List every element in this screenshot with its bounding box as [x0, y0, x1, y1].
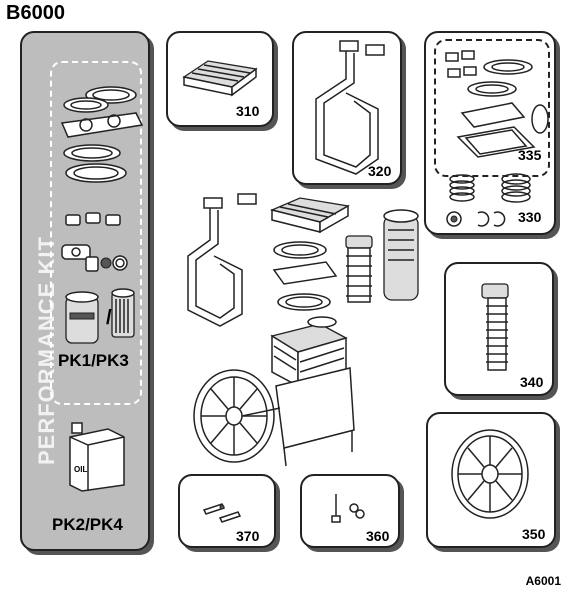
- part-340-number: 340: [520, 374, 544, 390]
- part-330-number: 330: [518, 209, 542, 225]
- part-335-number: 335: [518, 147, 542, 163]
- model-title: B6000: [6, 2, 65, 24]
- part-360-panel: 360: [300, 474, 400, 548]
- kit-separator: /: [106, 307, 112, 329]
- part-370-number: 370: [236, 528, 260, 544]
- part-310-number: 310: [236, 103, 260, 119]
- part-310-panel: 310: [166, 31, 274, 127]
- flywheel-illustration: [451, 429, 529, 519]
- part-335-dashed-group: [434, 39, 550, 177]
- intercooler-tube-illustration: [481, 283, 509, 371]
- gasket-set-illustration: [60, 86, 144, 183]
- part-350-panel: 350: [426, 412, 556, 548]
- part-360-number: 360: [366, 528, 390, 544]
- part-370-panel: 370: [178, 474, 276, 548]
- part-350-number: 350: [522, 526, 546, 542]
- part-330-panel: 335 330: [424, 31, 556, 235]
- oil-text: OIL: [74, 465, 88, 474]
- drawing-code: A6001: [525, 574, 561, 588]
- performance-kit-panel: PERFORMANCE KIT / PK1/PK3: [20, 31, 150, 551]
- part-320-number: 320: [368, 163, 392, 179]
- belt-guard-bracket-illustration: [315, 40, 385, 175]
- part-320-panel: 320: [292, 31, 402, 185]
- reed-valves-illustration: [65, 212, 121, 226]
- pk2-pk4-label: PK2/PK4: [52, 515, 123, 534]
- breather-fittings-illustration: [202, 503, 242, 523]
- air-filter-illustration: [65, 288, 135, 344]
- pump-exploded-illustration: [187, 193, 419, 467]
- piston-rings-illustration: [446, 173, 531, 227]
- head-cover-illustration: [182, 60, 258, 97]
- oil-bottle-illustration: [69, 422, 125, 492]
- pk1-pk3-label: PK1/PK3: [58, 351, 129, 370]
- fittings-illustration: [61, 244, 128, 272]
- pk1-dashed-group: [50, 61, 142, 405]
- gasket-set-335-illustration: [445, 50, 549, 158]
- bolt-nut-illustration: [331, 494, 365, 523]
- part-340-panel: 340: [444, 262, 554, 396]
